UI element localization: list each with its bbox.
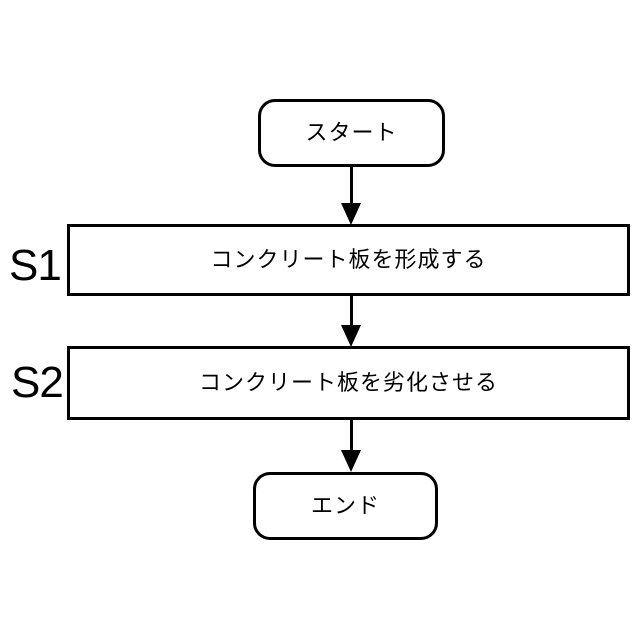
process-s1-label: コンクリート板を形成する xyxy=(210,247,487,272)
arrow-down-icon xyxy=(341,325,361,347)
arrow-start-to-s1 xyxy=(341,167,361,225)
step-id-s1: S1 xyxy=(9,241,62,290)
arrow-line xyxy=(349,420,353,452)
end-terminal-node: エンド xyxy=(253,472,438,540)
start-terminal-node: スタート xyxy=(258,99,445,167)
arrow-s2-to-end xyxy=(341,420,361,472)
end-label: エンド xyxy=(310,493,380,518)
arrow-down-icon xyxy=(341,203,361,225)
arrow-s1-to-s2 xyxy=(341,296,361,347)
process-s2-label: コンクリート板を劣化させる xyxy=(198,370,498,395)
process-node-s1: コンクリート板を形成する xyxy=(67,224,630,296)
arrow-line xyxy=(349,167,353,205)
arrow-line xyxy=(349,296,353,327)
arrow-down-icon xyxy=(341,450,361,472)
start-label: スタート xyxy=(305,120,398,145)
process-node-s2: コンクリート板を劣化させる xyxy=(67,346,630,420)
step-id-s2: S2 xyxy=(11,358,64,407)
